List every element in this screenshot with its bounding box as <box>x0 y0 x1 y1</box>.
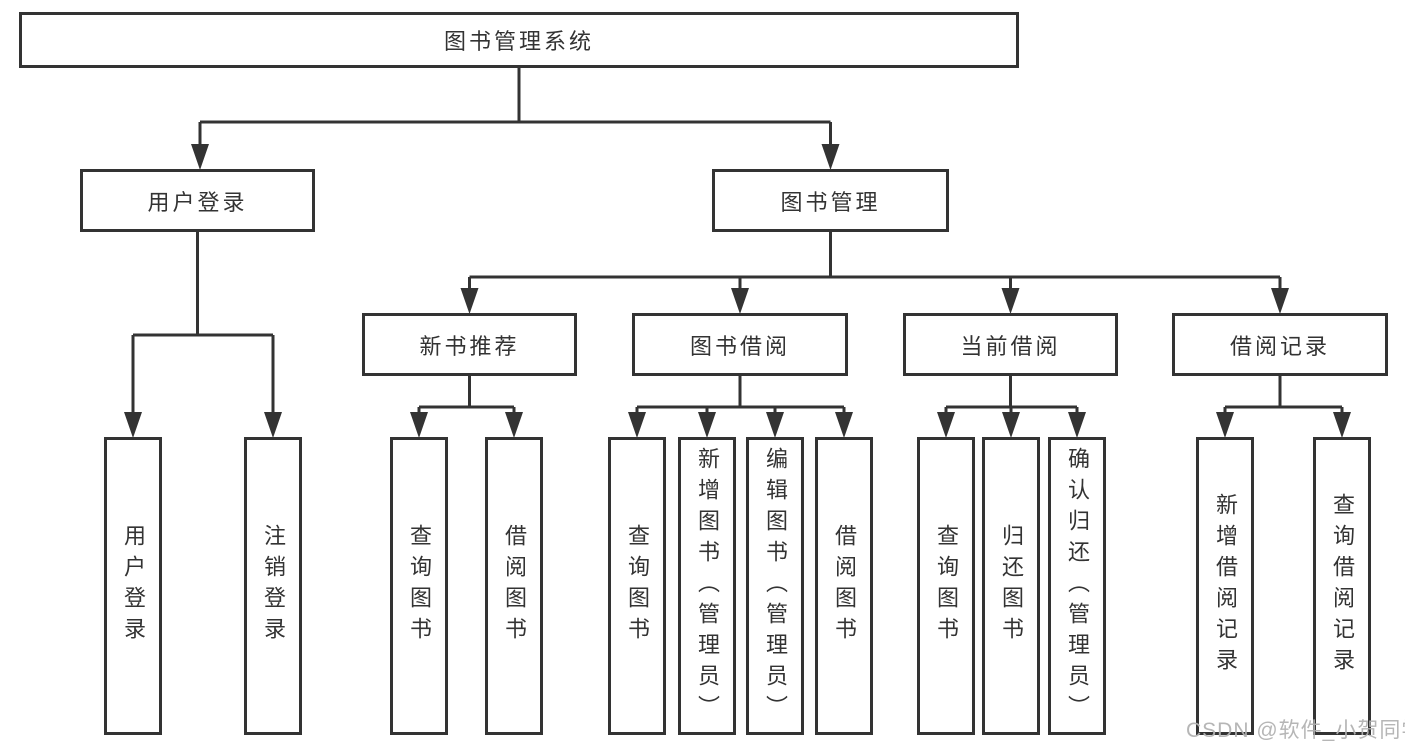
node-label: 借阅记录 <box>1229 333 1330 359</box>
node-label: 查询图书 <box>625 524 650 648</box>
node-label: 编辑图书（管理员） <box>763 446 788 726</box>
node-label: 图书借阅 <box>689 333 790 359</box>
node-borrowing-records: 借阅记录 <box>1172 313 1388 376</box>
leaf-current-query-books: 查询图书 <box>917 437 975 735</box>
node-label: 借阅图书 <box>502 524 527 648</box>
leaf-recommend-query-books: 查询图书 <box>390 437 448 735</box>
leaf-current-confirm-return-admin: 确认归还（管理员） <box>1048 437 1106 735</box>
node-library-management-system: 图书管理系统 <box>19 12 1019 68</box>
node-user-login: 用户登录 <box>80 169 315 232</box>
leaf-current-return-books: 归还图书 <box>982 437 1040 735</box>
node-current-borrowing: 当前借阅 <box>903 313 1118 376</box>
csdn-watermark: CSDN @软件_小贺同学 <box>1186 719 1405 742</box>
node-label: 查询图书 <box>407 524 432 648</box>
node-book-management: 图书管理 <box>712 169 949 232</box>
leaf-records-query-record: 查询借阅记录 <box>1313 437 1371 735</box>
node-label: 图书管理系统 <box>443 29 594 54</box>
node-label: 归还图书 <box>999 524 1024 648</box>
node-label: 新书推荐 <box>419 333 520 359</box>
node-new-book-recommend: 新书推荐 <box>362 313 577 376</box>
leaf-borrowing-borrow-books: 借阅图书 <box>815 437 873 735</box>
node-label: 用户登录 <box>147 189 248 215</box>
node-label: 确认归还（管理员） <box>1065 446 1090 726</box>
node-label: 查询借阅记录 <box>1330 493 1355 679</box>
node-label: 新增图书（管理员） <box>695 446 720 726</box>
node-label: 当前借阅 <box>960 333 1061 359</box>
leaf-user-login: 用户登录 <box>104 437 162 735</box>
leaf-borrowing-edit-books-admin: 编辑图书（管理员） <box>746 437 804 735</box>
node-label: 图书管理 <box>780 189 881 215</box>
leaf-borrowing-query-books: 查询图书 <box>608 437 666 735</box>
node-book-borrowing: 图书借阅 <box>632 313 848 376</box>
leaf-logout: 注销登录 <box>244 437 302 735</box>
node-label: 用户登录 <box>121 524 146 648</box>
node-label: 注销登录 <box>261 524 286 648</box>
node-label: 查询图书 <box>934 524 959 648</box>
leaf-records-add-record: 新增借阅记录 <box>1196 437 1254 735</box>
leaf-borrowing-add-books-admin: 新增图书（管理员） <box>678 437 736 735</box>
leaf-recommend-borrow-books: 借阅图书 <box>485 437 543 735</box>
node-label: 新增借阅记录 <box>1213 493 1238 679</box>
node-label: 借阅图书 <box>832 524 857 648</box>
